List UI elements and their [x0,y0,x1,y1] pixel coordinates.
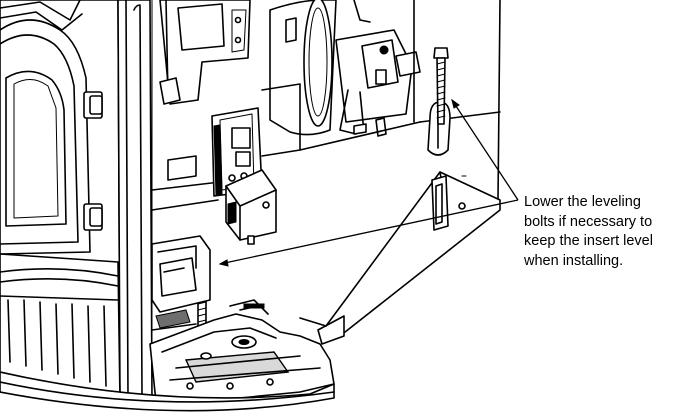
insert-side-wall [151,0,221,403]
left-floor-bracket [151,207,231,331]
leveling-bolt-right [433,47,449,125]
right-leveling-bracket [299,171,501,345]
leveling-bolt-callout: Lower the leveling bolts if necessary to… [524,193,692,271]
blower-housing [261,0,337,157]
stove-base-grille [0,253,121,401]
callout-line-1: Lower the leveling [524,194,641,210]
electrical-box [225,169,277,245]
blower-motor [335,0,421,137]
callout-line-4: when installing. [524,252,624,269]
callout-line-3: keep the insert level [524,233,653,249]
base-pan [149,299,335,403]
hopper-bracket [159,0,251,105]
front-ledge [0,371,335,412]
callout-leader-lines [218,98,519,267]
stove-side-pillar [117,0,153,403]
callout-line-2: bolts if necessary to [524,213,653,230]
